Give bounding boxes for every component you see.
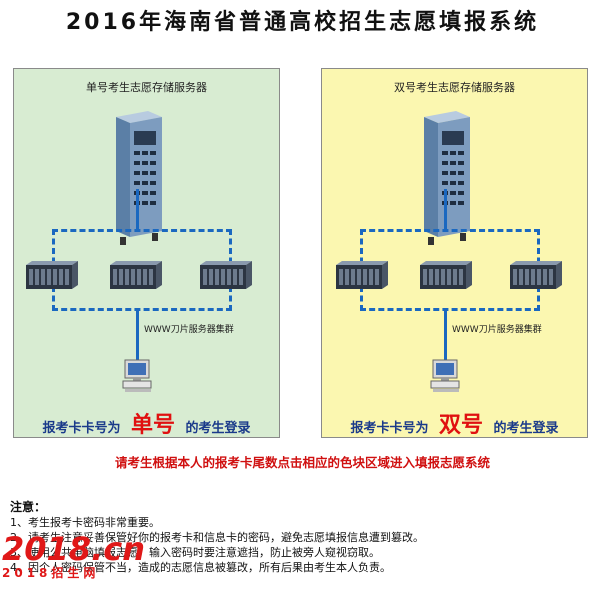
blade-server-icon xyxy=(510,261,562,289)
even-login-label[interactable]: 报考卡卡号为 双号 的考生登录 xyxy=(322,407,587,439)
odd-number-highlight: 单号 xyxy=(130,413,175,438)
cluster-link-line xyxy=(136,311,139,361)
watermark-logo: 2018.cn 2018招生网 xyxy=(2,532,145,580)
watermark-logo-text: 2018.cn xyxy=(2,530,145,568)
login-prefix: 报考卡卡号为 xyxy=(42,421,121,436)
cluster-link-line xyxy=(444,311,447,361)
watermark-caption: 2018招生网 xyxy=(2,566,100,580)
notes-section: 注意： 1、考生报考卡密码非常重要。 2、请考生注意妥善保管好你的报考卡和信息卡… xyxy=(10,500,600,575)
note-item: 3、使用公共电脑填报志愿，输入密码时要注意遮挡，防止被旁人窥视窃取。 xyxy=(10,546,380,559)
cluster-label: WWW刀片服务器集群 xyxy=(144,325,234,335)
login-suffix: 的考生登录 xyxy=(185,421,251,436)
server-link-line xyxy=(136,189,139,231)
note-item: 1、考生报考卡密码非常重要。 xyxy=(10,516,160,529)
notes-heading: 注意： xyxy=(10,500,47,514)
even-number-highlight: 双号 xyxy=(438,413,483,438)
even-login-panel[interactable]: 双号考生志愿存储服务器 WWW刀片服务器集群 xyxy=(321,68,588,438)
login-suffix: 的考生登录 xyxy=(493,421,559,436)
cluster-label: WWW刀片服务器集群 xyxy=(452,325,542,335)
page-title: 2016年海南省普通高校招生志愿填报系统 xyxy=(65,10,540,35)
odd-login-panel[interactable]: 单号考生志愿存储服务器 WWW刀片服务器集群 xyxy=(13,68,280,438)
blade-server-icon xyxy=(200,261,252,289)
odd-server-header: 单号考生志愿存储服务器 xyxy=(86,81,207,94)
login-prefix: 报考卡卡号为 xyxy=(350,421,429,436)
odd-login-label[interactable]: 报考卡卡号为 单号 的考生登录 xyxy=(14,407,279,439)
desktop-computer-icon xyxy=(430,359,460,392)
note-item: 4、因个人密码保管不当，造成的志愿信息被篡改，所有后果由考生本人负责。 xyxy=(10,561,391,574)
even-server-header: 双号考生志愿存储服务器 xyxy=(394,81,515,94)
blade-server-icon xyxy=(26,261,78,289)
desktop-computer-icon xyxy=(122,359,152,392)
blade-server-icon xyxy=(420,261,472,289)
server-link-line xyxy=(444,189,447,231)
note-item: 2、请考生注意妥善保管好你的报考卡和信息卡的密码，避免志愿填报信息遭到篡改。 xyxy=(10,531,424,544)
blade-server-icon xyxy=(110,261,162,289)
blade-server-icon xyxy=(336,261,388,289)
instruction-text: 请考生根据本人的报考卡尾数点击相应的色块区域进入填报志愿系统 xyxy=(114,455,490,470)
